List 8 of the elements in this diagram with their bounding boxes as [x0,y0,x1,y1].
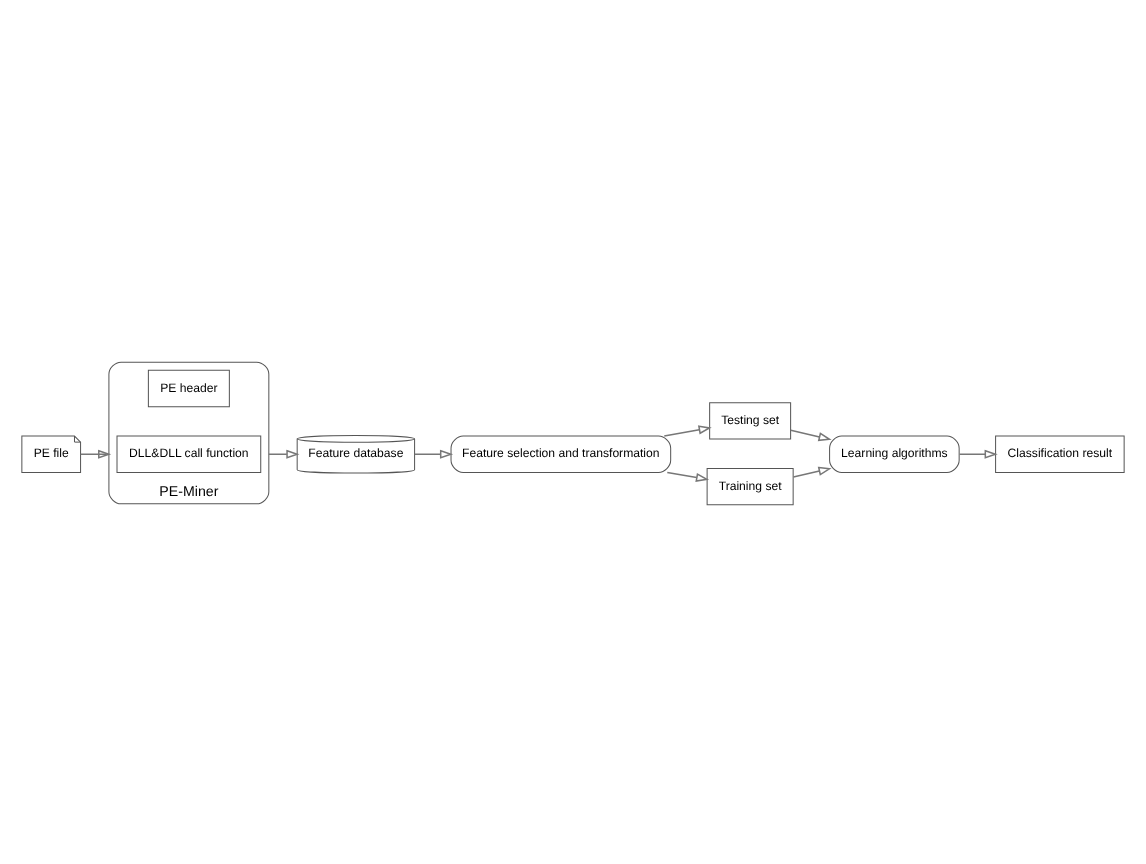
arrow [790,428,832,441]
arrow [958,448,998,458]
arrow [79,448,112,458]
arrow [268,448,300,458]
arrow [792,465,832,477]
arrow [414,448,454,458]
arrow [666,470,710,482]
arrow [663,424,712,436]
